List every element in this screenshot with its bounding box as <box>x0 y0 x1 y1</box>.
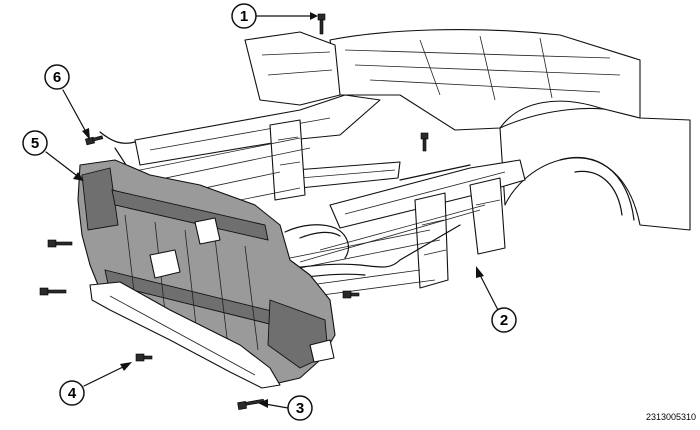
bolt-left-lower <box>39 287 67 296</box>
bolt-center-tower <box>420 132 429 152</box>
bolt-left-upper <box>47 239 73 248</box>
callout-1-label: 1 <box>240 8 248 25</box>
left-headlamp-mount <box>81 167 119 231</box>
callout-2-label: 2 <box>500 312 508 329</box>
carrier-latch-bracket <box>149 249 181 279</box>
callout-4: 4 <box>59 380 85 406</box>
left-frame-rail <box>134 94 381 166</box>
vehicle-body <box>134 29 691 289</box>
right-front-support <box>469 177 506 255</box>
bolt-right-mid <box>342 290 360 299</box>
lower-valance <box>89 281 281 389</box>
right-fender <box>499 107 691 231</box>
figure-id: 2313005310 <box>646 412 696 422</box>
bolt-6 <box>84 135 104 146</box>
callout-5: 5 <box>22 130 48 156</box>
fasteners <box>39 13 429 410</box>
callout-2: 2 <box>491 307 517 333</box>
callout-6: 6 <box>44 64 70 90</box>
callout-1: 1 <box>231 3 257 29</box>
callout-5-label: 5 <box>31 135 39 152</box>
carrier-upper-crossbar <box>111 189 269 241</box>
left-shock-tower <box>244 31 341 106</box>
callout-leaders <box>45 12 499 409</box>
right-connector <box>309 339 335 363</box>
callout-6-label: 6 <box>53 69 61 86</box>
bolt-3 <box>237 398 265 410</box>
bolt-4 <box>135 353 153 362</box>
carrier-sensor <box>194 217 221 245</box>
callout-3-label: 3 <box>296 400 304 417</box>
callout-3: 3 <box>287 395 313 421</box>
right-rail-bracket <box>414 192 449 289</box>
bolt-top-center <box>317 13 326 35</box>
cowl-structure <box>329 29 641 131</box>
right-frame-rail <box>329 159 526 229</box>
lower-crossmember <box>294 161 401 189</box>
callout-4-label: 4 <box>68 385 77 402</box>
front-end-carrier <box>77 159 336 386</box>
